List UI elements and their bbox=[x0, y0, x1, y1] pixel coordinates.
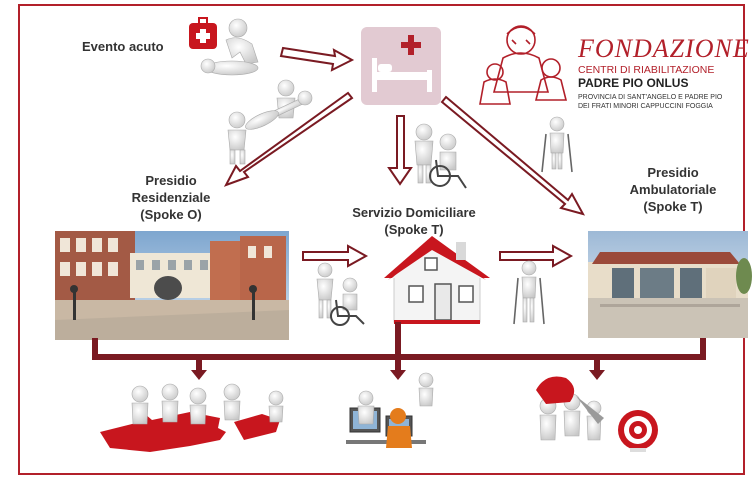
stretcher-team-icon bbox=[227, 79, 313, 165]
logo-line-2: PADRE PIO ONLUS bbox=[578, 76, 689, 90]
arrow-evento-to-hospital bbox=[279, 46, 355, 72]
crutches-icon bbox=[541, 133, 573, 173]
wheelchair-icon bbox=[429, 159, 467, 189]
domiciliare-line-1: Servizio Domiciliare bbox=[352, 205, 476, 220]
first-aid-kit-icon bbox=[189, 17, 217, 49]
crutches-icon-2 bbox=[513, 277, 545, 325]
arrow-hospital-to-domiciliare bbox=[387, 115, 413, 186]
arrow-residenziale-to-domiciliare bbox=[302, 244, 369, 268]
target-team-icon bbox=[536, 376, 604, 441]
residenziale-line-2: Residenziale bbox=[131, 190, 211, 205]
residenziale-line-1: Presidio bbox=[145, 173, 197, 188]
arrow-domiciliare-to-ambulatoriale bbox=[499, 244, 574, 268]
arrow-hospital-to-residenziale bbox=[223, 91, 354, 187]
target-icon bbox=[618, 410, 658, 452]
wheelchair-pair-icon bbox=[414, 123, 457, 184]
arrow-hospital-to-ambulatoriale bbox=[440, 95, 586, 216]
presidio-ambulatoriale-label: Presidio Ambulatoriale (Spoke T) bbox=[618, 164, 728, 215]
presidio-residenziale-label: Presidio Residenziale (Spoke O) bbox=[116, 172, 226, 223]
foundation-logo-drawing bbox=[479, 25, 568, 105]
residenziale-line-3: (Spoke O) bbox=[140, 207, 202, 222]
wheelchair-icon-2 bbox=[330, 299, 365, 326]
rescuer-figure-icon bbox=[200, 18, 259, 76]
distribution-connector bbox=[92, 322, 706, 380]
hospital-bed-icon bbox=[361, 27, 441, 105]
wheelchair-user-icon bbox=[316, 262, 358, 319]
domiciliare-line-2: (Spoke T) bbox=[384, 222, 444, 237]
ambulatoriale-building-photo bbox=[588, 231, 752, 338]
evento-acuto-label: Evento acuto bbox=[82, 39, 164, 54]
crutches-walker-icon bbox=[521, 260, 537, 323]
ambulatoriale-line-3: (Spoke T) bbox=[643, 199, 703, 214]
logo-line-1: CENTRI DI RIABILITAZIONE bbox=[578, 64, 715, 76]
logo-line-4: DEI FRATI MINORI CAPPUCCINI FOGGIA bbox=[578, 103, 713, 110]
computer-icon bbox=[346, 372, 434, 448]
residenziale-building-photo bbox=[55, 231, 289, 340]
servizio-domiciliare-label: Servizio Domiciliare (Spoke T) bbox=[340, 204, 488, 238]
ambulatoriale-line-1: Presidio bbox=[647, 165, 699, 180]
puzzle-team-icon bbox=[100, 383, 284, 452]
logo-title: FONDAZIONE bbox=[578, 34, 750, 63]
house-icon bbox=[384, 236, 490, 324]
logo-line-3: PROVINCIA DI SANT'ANGELO E PADRE PIO bbox=[578, 94, 723, 101]
crutches-figure-icon bbox=[549, 116, 565, 170]
ambulatoriale-line-2: Ambulatoriale bbox=[629, 182, 717, 197]
